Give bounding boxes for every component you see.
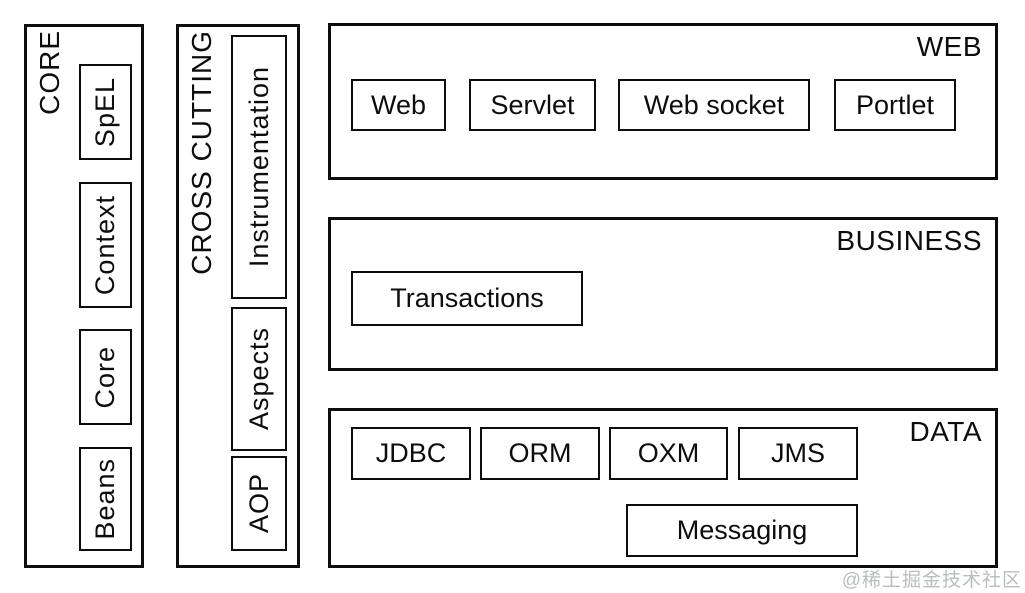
module-box-instrumentation: Instrumentation [231, 35, 287, 299]
data-layer: DATA JDBC ORM OXM JMS Messaging [328, 408, 998, 568]
module-box-jms: JMS [738, 427, 858, 480]
module-label-portlet: Portlet [855, 89, 935, 120]
module-label-transactions: Transactions [390, 283, 544, 313]
module-box-context: Context [79, 182, 132, 308]
module-label-web-socket: Web socket [643, 89, 785, 120]
module-label-core: Core [90, 345, 120, 409]
module-label-oxm: OXM [637, 438, 700, 468]
cross-cutting-module-column: CROSS CUTTING Instrumentation Aspects AO… [176, 24, 300, 568]
module-label-servlet: Servlet [490, 89, 575, 120]
module-label-messaging: Messaging [676, 515, 808, 545]
core-module-column: CORE SpEL Context Core Beans [24, 24, 144, 568]
web-layer-title: WEB [916, 31, 982, 62]
module-box-aop: AOP [231, 456, 287, 551]
module-label-instrumentation: Instrumentation [243, 66, 274, 268]
module-label-spel: SpEL [90, 76, 120, 148]
module-box-transactions: Transactions [351, 271, 583, 326]
cross-cutting-column-title: CROSS CUTTING [186, 30, 217, 275]
module-box-portlet: Portlet [834, 79, 956, 131]
module-label-orm: ORM [508, 438, 572, 468]
module-label-jms: JMS [771, 438, 825, 468]
data-layer-title: DATA [909, 416, 982, 447]
module-label-web: Web [370, 89, 427, 120]
module-box-core: Core [79, 329, 132, 425]
module-box-jdbc: JDBC [351, 427, 471, 480]
module-box-servlet: Servlet [469, 79, 596, 131]
module-box-beans: Beans [79, 447, 132, 551]
business-layer-title: BUSINESS [836, 225, 982, 256]
module-box-orm: ORM [480, 427, 600, 480]
module-label-aop: AOP [243, 473, 274, 534]
module-box-oxm: OXM [609, 427, 728, 480]
module-label-jdbc: JDBC [375, 438, 447, 468]
module-label-beans: Beans [90, 458, 120, 540]
web-layer: WEB Web Servlet Web socket Portlet [328, 23, 998, 180]
module-box-web: Web [351, 79, 446, 131]
business-layer: BUSINESS Transactions [328, 217, 998, 371]
module-label-context: Context [90, 194, 120, 296]
module-box-web-socket: Web socket [618, 79, 810, 131]
module-box-messaging: Messaging [626, 504, 858, 557]
juejin-watermark: @稀土掘金技术社区 [841, 570, 1022, 591]
module-box-aspects: Aspects [231, 307, 287, 451]
module-box-spel: SpEL [79, 64, 132, 160]
module-label-aspects: Aspects [243, 327, 274, 431]
core-column-title: CORE [34, 30, 65, 115]
